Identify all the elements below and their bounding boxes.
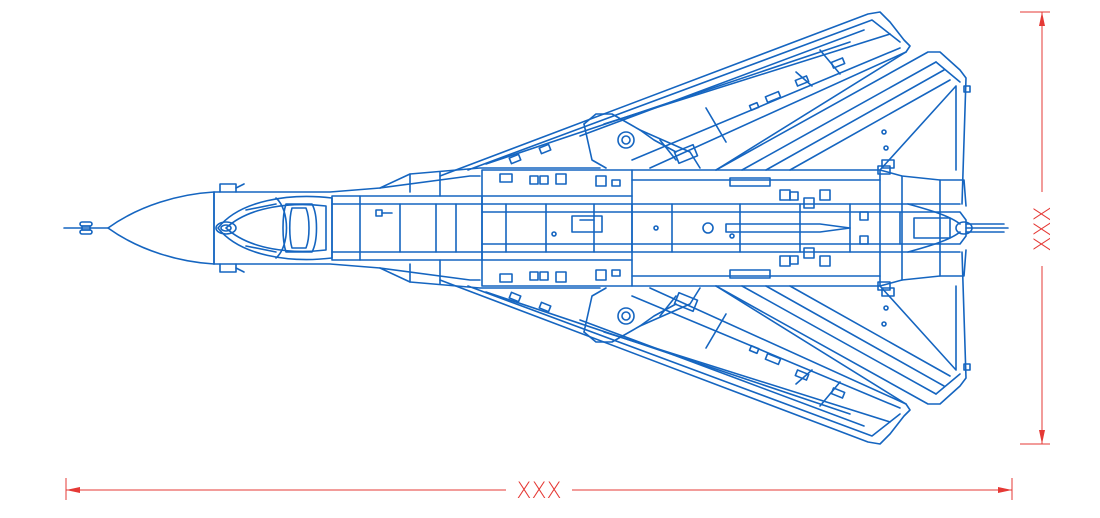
dimension-annotations: XXX XXX [65, 11, 1056, 504]
pitot-probe [63, 221, 109, 235]
height-arrow-top [1039, 12, 1045, 26]
upper-stabilizer [715, 51, 971, 205]
aft-fuselage [499, 165, 967, 291]
length-arrow-left [66, 487, 80, 493]
nose-radome [107, 191, 215, 265]
length-label: XXX [516, 479, 561, 504]
length-dimension: XXX [65, 478, 1013, 504]
exhaust-section [899, 203, 1009, 253]
central-fuselage [331, 195, 483, 261]
length-arrow-right [998, 487, 1012, 493]
lower-stabilizer [715, 251, 971, 405]
height-label: XXX [1031, 206, 1056, 251]
lower-wing [439, 279, 911, 445]
height-arrow-bottom [1039, 430, 1045, 444]
aircraft-top-view-drawing [63, 11, 1009, 445]
main-fuselage [481, 169, 961, 287]
lower-glove [379, 259, 601, 289]
upper-wing [439, 11, 911, 177]
cockpit-canopy [215, 195, 333, 261]
height-dimension: XXX [1020, 11, 1056, 445]
upper-glove [379, 167, 601, 197]
